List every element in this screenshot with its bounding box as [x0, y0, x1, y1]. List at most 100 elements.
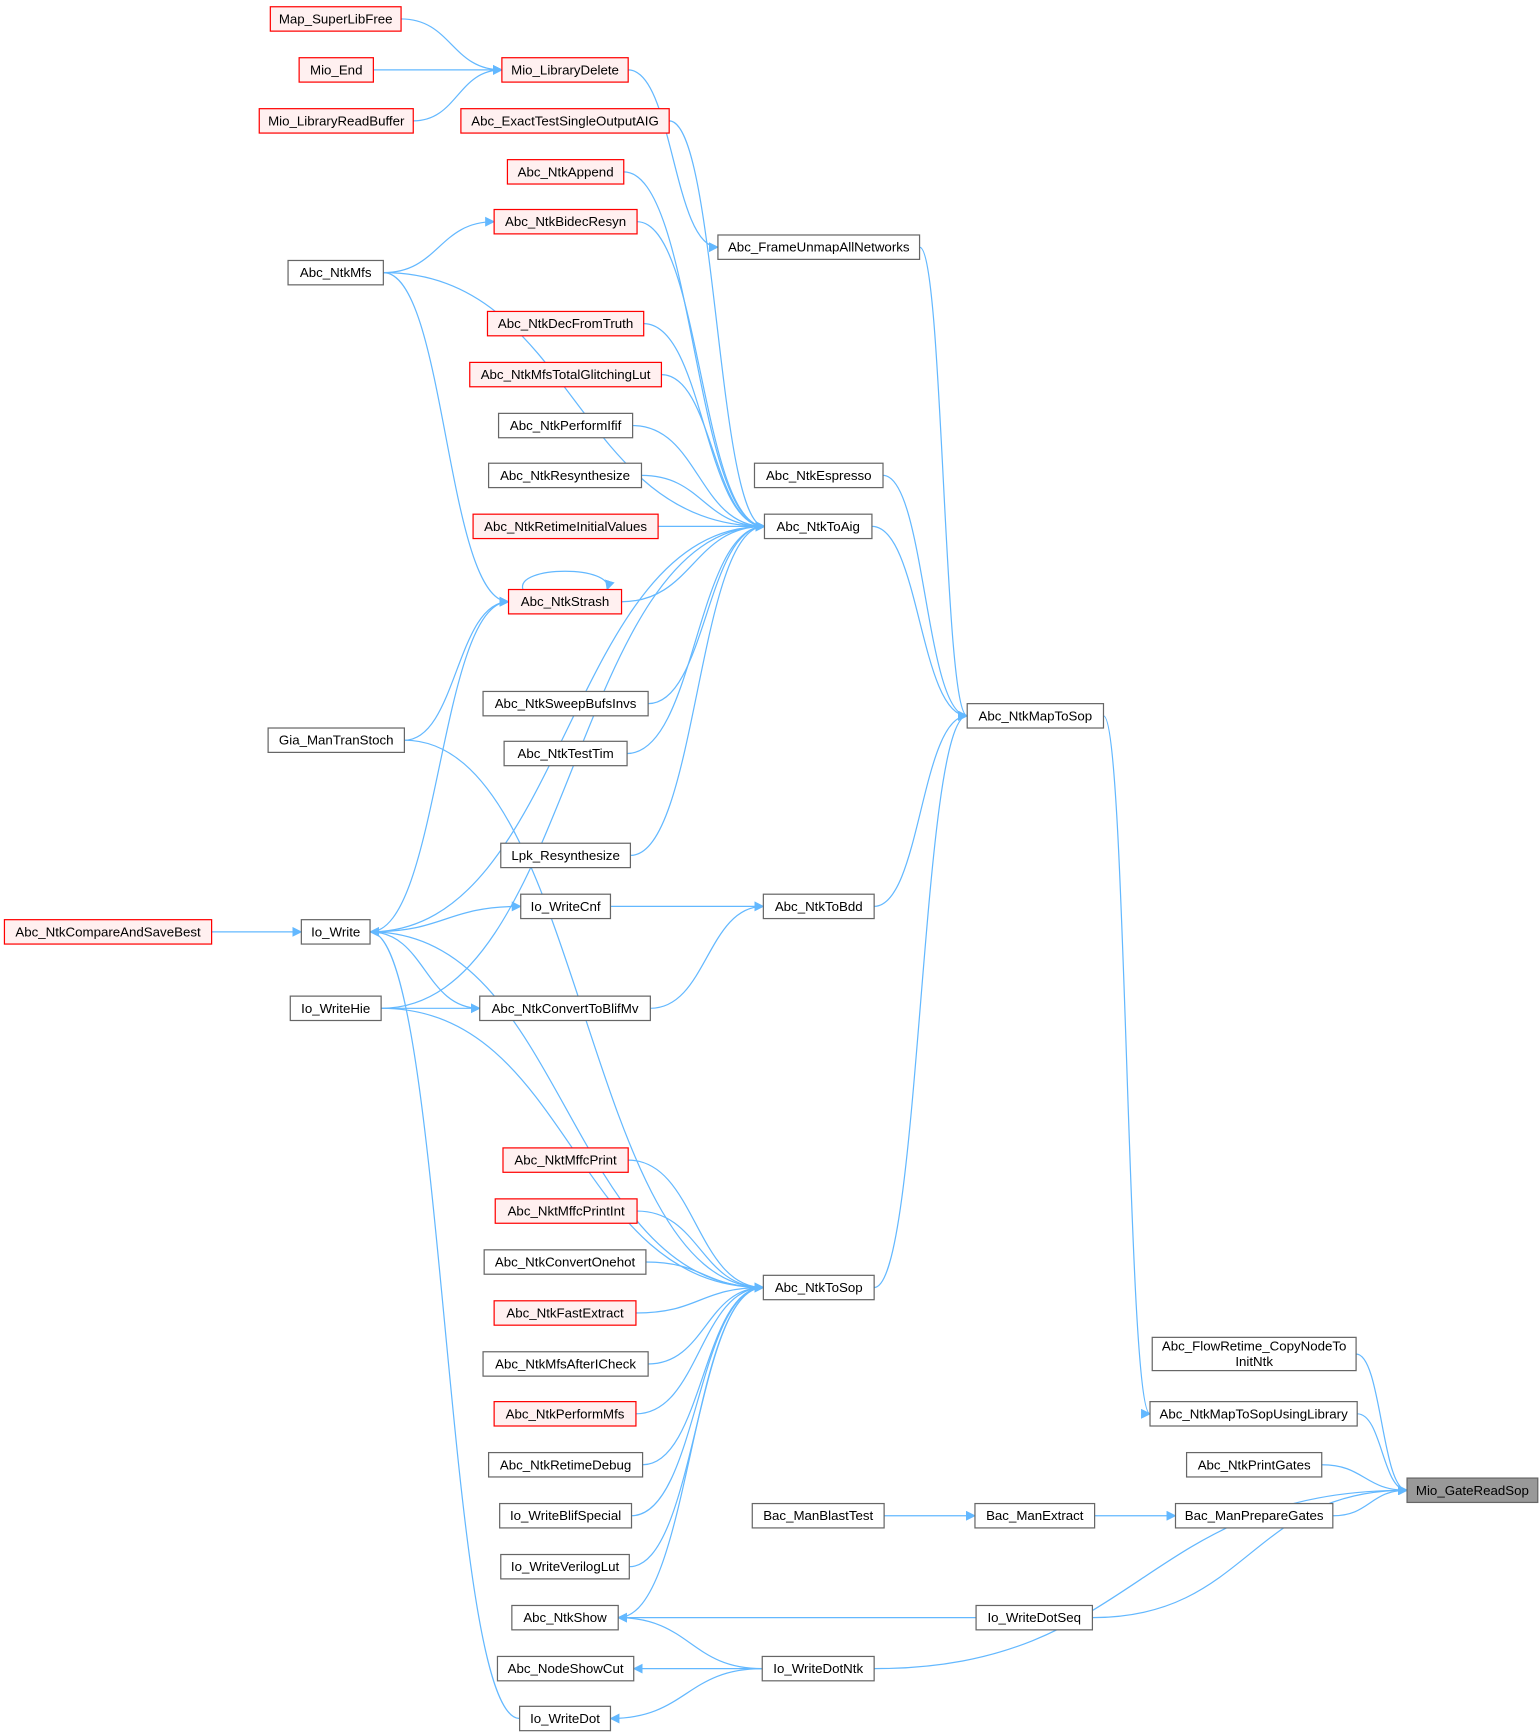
- node-label: Abc_NtkToBdd: [775, 899, 863, 914]
- edge-Abc_ExactTestSingleOutputAIG-to-Abc_NtkToAig: [669, 120, 766, 532]
- node-Bac_ManPrepareGates[interactable]: Bac_ManPrepareGates: [1174, 1502, 1334, 1529]
- edge-Abc_NtkMapToSop-to-Abc_NtkMapToSopUsingLibrary: [1102, 715, 1152, 1419]
- node-Abc_ExactTestSingleOutputAIG[interactable]: Abc_ExactTestSingleOutputAIG: [460, 108, 670, 134]
- node-Abc_NtkRetimeInitialValues[interactable]: Abc_NtkRetimeInitialValues: [472, 513, 659, 540]
- node-label: Abc_NtkDecFromTruth: [498, 316, 633, 331]
- node-label: Abc_NtkCompareAndSaveBest: [15, 924, 201, 939]
- edge-Io_WriteBlifSpecial-to-Abc_NtkToSop: [631, 1282, 765, 1517]
- node-Io_WriteBlifSpecial[interactable]: Io_WriteBlifSpecial: [499, 1502, 633, 1529]
- node-Gia_ManTranStoch[interactable]: Gia_ManTranStoch: [267, 727, 405, 753]
- node-Abc_NtkAppend[interactable]: Abc_NtkAppend: [506, 159, 625, 185]
- node-label: Mio_GateReadSop: [1416, 1483, 1529, 1498]
- edge-Abc_NktMffcPrintInt-to-Abc_NtkToSop: [637, 1210, 765, 1293]
- node-label: Abc_NtkMapToSopUsingLibrary: [1159, 1406, 1348, 1421]
- edge-Io_WriteDotSeq-to-Mio_GateReadSop: [1092, 1485, 1409, 1619]
- node-Abc_NtkSweepBufsInvs[interactable]: Abc_NtkSweepBufsInvs: [482, 690, 649, 717]
- edges-layer: [211, 18, 1409, 1724]
- node-Abc_NtkRetimeDebug[interactable]: Abc_NtkRetimeDebug: [487, 1451, 644, 1478]
- node-Abc_NktMffcPrintInt[interactable]: Abc_NktMffcPrintInt: [494, 1198, 638, 1224]
- node-Abc_NtkMfs[interactable]: Abc_NtkMfs: [287, 259, 384, 286]
- node-label: Abc_NodeShowCut: [508, 1661, 624, 1676]
- node-Abc_NodeShowCut[interactable]: Abc_NodeShowCut: [496, 1655, 635, 1682]
- edge-Abc_NtkToSop-to-Abc_NtkMapToSop: [874, 710, 969, 1289]
- node-Abc_NtkResynthesize[interactable]: Abc_NtkResynthesize: [487, 462, 643, 489]
- node-Abc_NtkMfsTotalGlitchingLut[interactable]: Abc_NtkMfsTotalGlitchingLut: [469, 361, 663, 388]
- edge-Abc_NtkConvertOnehot-to-Abc_NtkToSop: [645, 1261, 765, 1293]
- node-Mio_LibraryReadBuffer[interactable]: Mio_LibraryReadBuffer: [258, 108, 414, 134]
- node-Mio_LibraryDelete[interactable]: Mio_LibraryDelete: [501, 57, 629, 83]
- node-Abc_NtkMfsAfterICheck[interactable]: Abc_NtkMfsAfterICheck: [482, 1351, 649, 1377]
- edge-Abc_NtkToBdd-to-Abc_NtkMapToSop: [874, 710, 969, 907]
- node-Map_SuperLibFree[interactable]: Map_SuperLibFree: [269, 6, 402, 32]
- edge-Abc_NtkPerformMfs-to-Abc_NtkToSop: [635, 1282, 765, 1415]
- node-Abc_NtkPerformMfs[interactable]: Abc_NtkPerformMfs: [493, 1401, 637, 1427]
- node-label: Abc_NtkTestTim: [517, 746, 613, 761]
- edge-Abc_NtkRetimeDebug-to-Abc_NtkToSop: [642, 1282, 765, 1466]
- edge-Abc_NtkPerformIfif-to-Abc_NtkToAig: [632, 424, 766, 532]
- node-Abc_NtkShow[interactable]: Abc_NtkShow: [511, 1604, 619, 1631]
- node-Lpk_Resynthesize[interactable]: Lpk_Resynthesize: [500, 842, 632, 869]
- node-label-line2: InitNtk: [1235, 1354, 1273, 1369]
- node-Io_Write[interactable]: Io_Write: [300, 919, 371, 945]
- node-Abc_NktMffcPrint[interactable]: Abc_NktMffcPrint: [502, 1147, 629, 1173]
- node-Io_WriteDotSeq[interactable]: Io_WriteDotSeq: [975, 1604, 1094, 1631]
- edge-Abc_NtkFastExtract-to-Abc_NtkToSop: [635, 1282, 765, 1314]
- node-Bac_ManExtract[interactable]: Bac_ManExtract: [974, 1502, 1096, 1529]
- edge-Io_WriteDotNtk-to-Mio_GateReadSop: [874, 1485, 1409, 1670]
- edge-Abc_NtkMfs-to-Abc_NtkStrash: [383, 272, 510, 607]
- node-Abc_NtkBidecResyn[interactable]: Abc_NtkBidecResyn: [493, 208, 638, 235]
- edge-Mio_LibraryDelete-to-Abc_FrameUnmapAllNetworks: [628, 69, 719, 253]
- edge-Abc_NtkPrintGates-to-Mio_GateReadSop: [1321, 1464, 1409, 1496]
- edge-Io_WriteDotNtk-to-Io_WriteDot: [609, 1668, 763, 1724]
- node-Mio_GateReadSop[interactable]: Mio_GateReadSop: [1406, 1477, 1539, 1504]
- edge-Abc_FlowRetime_CopyNodeToInitNtk-to-Mio_GateReadSop: [1355, 1353, 1409, 1496]
- node-Io_WriteHie[interactable]: Io_WriteHie: [289, 995, 382, 1022]
- node-Abc_NtkMapToSop[interactable]: Abc_NtkMapToSop: [966, 703, 1105, 729]
- edge-Abc_NtkAppend-to-Abc_NtkToAig: [623, 171, 766, 532]
- edge-Abc_NtkToAig-to-Abc_NtkMapToSop: [871, 525, 969, 721]
- node-label: Io_WriteVerilogLut: [511, 1559, 620, 1574]
- node-Abc_NtkMapToSopUsingLibrary[interactable]: Abc_NtkMapToSopUsingLibrary: [1149, 1401, 1358, 1427]
- node-Io_WriteVerilogLut[interactable]: Io_WriteVerilogLut: [500, 1553, 630, 1580]
- edge-Abc_FrameUnmapAllNetworks-to-Abc_NtkMapToSop: [919, 246, 969, 721]
- node-Abc_NtkTestTim[interactable]: Abc_NtkTestTim: [503, 740, 628, 767]
- node-label: Io_Write: [311, 924, 360, 939]
- node-Io_WriteCnf[interactable]: Io_WriteCnf: [520, 893, 612, 920]
- edge-Abc_NtkMfs-to-Abc_NtkBidecResyn: [383, 216, 496, 274]
- node-label: Abc_ExactTestSingleOutputAIG: [471, 113, 659, 128]
- node-label: Abc_NtkConvertToBlifMv: [492, 1001, 639, 1016]
- node-Abc_NtkConvertToBlifMv[interactable]: Abc_NtkConvertToBlifMv: [479, 995, 651, 1022]
- node-label: Abc_NtkEspresso: [766, 468, 872, 483]
- node-Io_WriteDotNtk[interactable]: Io_WriteDotNtk: [761, 1655, 875, 1682]
- edge-Io_Write-to-Abc_NtkStrash: [370, 596, 510, 933]
- edge-Abc_NtkTestTim-to-Abc_NtkToAig: [627, 521, 766, 755]
- node-Abc_FrameUnmapAllNetworks[interactable]: Abc_FrameUnmapAllNetworks: [717, 234, 921, 260]
- node-Abc_NtkToSop[interactable]: Abc_NtkToSop: [762, 1274, 875, 1301]
- node-Abc_NtkToAig[interactable]: Abc_NtkToAig: [763, 513, 873, 540]
- node-Abc_NtkConvertOnehot[interactable]: Abc_NtkConvertOnehot: [483, 1249, 647, 1275]
- edge-Io_Write-to-Io_WriteCnf: [370, 901, 522, 933]
- node-label: Abc_NtkMapToSop: [979, 708, 1093, 723]
- node-label: Abc_NtkBidecResyn: [505, 214, 626, 229]
- node-Abc_NtkStrash[interactable]: Abc_NtkStrash: [507, 588, 623, 615]
- node-Bac_ManBlastTest[interactable]: Bac_ManBlastTest: [751, 1502, 885, 1529]
- node-Abc_NtkFastExtract[interactable]: Abc_NtkFastExtract: [493, 1300, 637, 1326]
- node-label: Map_SuperLibFree: [279, 11, 393, 26]
- node-Abc_NtkEspresso[interactable]: Abc_NtkEspresso: [753, 462, 884, 489]
- edge-Abc_NktMffcPrint-to-Abc_NtkToSop: [628, 1159, 765, 1293]
- node-Mio_End[interactable]: Mio_End: [298, 57, 374, 83]
- node-Io_WriteDot[interactable]: Io_WriteDot: [519, 1705, 612, 1732]
- node-Abc_NtkToBdd[interactable]: Abc_NtkToBdd: [762, 893, 875, 920]
- node-label: Io_WriteBlifSpecial: [510, 1508, 621, 1523]
- node-label: Abc_FlowRetime_CopyNodeTo: [1162, 1339, 1347, 1354]
- node-Abc_NtkPerformIfif[interactable]: Abc_NtkPerformIfif: [497, 412, 634, 439]
- node-label: Abc_NtkAppend: [518, 164, 614, 179]
- node-label: Mio_LibraryDelete: [511, 62, 619, 77]
- node-label: Abc_NtkPerformIfif: [510, 418, 622, 433]
- edge-Abc_NtkEspresso-to-Abc_NtkMapToSop: [882, 474, 969, 721]
- node-Abc_NtkPrintGates[interactable]: Abc_NtkPrintGates: [1185, 1451, 1323, 1478]
- node-Abc_NtkDecFromTruth[interactable]: Abc_NtkDecFromTruth: [486, 310, 645, 337]
- node-Abc_NtkCompareAndSaveBest[interactable]: Abc_NtkCompareAndSaveBest: [3, 919, 213, 945]
